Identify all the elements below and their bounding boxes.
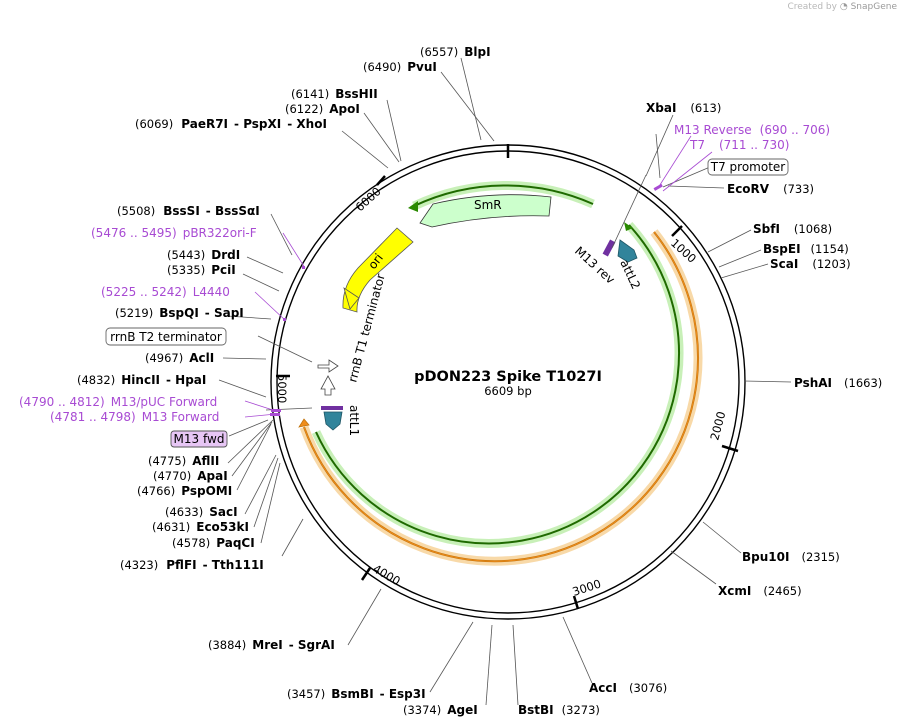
plasmid-size: 6609 bp bbox=[484, 384, 532, 398]
site-blpi: (6557)BlpI bbox=[420, 45, 491, 59]
site-pcii: (5335)PciI bbox=[167, 263, 236, 277]
site-pspomi: (4766)PspOMI bbox=[137, 484, 232, 498]
site-agei: (3374)AgeI bbox=[403, 703, 478, 717]
site-ecorv: EcoRV(733) bbox=[727, 182, 814, 196]
site-drdi: (5443)DrdI bbox=[167, 248, 240, 262]
primer-m13-reverse: M13 Reverse(690 .. 706) bbox=[674, 123, 830, 137]
site-bpu10i: Bpu10I(2315) bbox=[742, 550, 840, 564]
tick-2000: 2000 bbox=[707, 410, 728, 442]
site-apai: (4770)ApaI bbox=[153, 469, 228, 483]
watermark-brand: SnapGene bbox=[850, 2, 897, 12]
primer-l4440: (5225 .. 5242)L4440 bbox=[101, 285, 230, 299]
insert-orange-arc bbox=[298, 229, 703, 566]
m13-fwd-box: M13 fwd bbox=[170, 430, 228, 448]
site-xcmi: XcmI(2465) bbox=[718, 584, 802, 598]
site-acci: AccI(3076) bbox=[589, 681, 667, 695]
ori-feature bbox=[342, 227, 414, 313]
site-pflfi: (4323)PflFI- Tth111I bbox=[120, 558, 264, 572]
rrnb-t2-label: rrnB T2 terminator bbox=[110, 330, 222, 344]
smr-label: SmR bbox=[474, 198, 502, 212]
site-bspqi: (5219)BspQI- SapI bbox=[115, 306, 244, 320]
snapgene-logo-icon: ◔ bbox=[839, 2, 848, 12]
site-sbfi: SbfI(1068) bbox=[753, 222, 832, 236]
site-paqci: (4578)PaqCI bbox=[172, 536, 255, 550]
plasmid-name: pDON223 Spike T1027I bbox=[414, 369, 602, 385]
leader-lines bbox=[218, 57, 792, 706]
tick-6000: 6000 bbox=[353, 184, 384, 214]
site-bsshii: (6141)BssHII bbox=[291, 87, 378, 101]
site-aflii: (4775)AflII bbox=[148, 454, 219, 468]
site-paer7i: (6069)PaeR7I- PspXI- XhoI bbox=[135, 117, 327, 131]
attl2-label: attL2 bbox=[617, 257, 643, 291]
site-acli: (4967)AclI bbox=[145, 351, 214, 365]
rrnb-t1-arrow bbox=[317, 359, 339, 396]
primer-leader-lines bbox=[244, 135, 713, 418]
tick-5000: 5000 bbox=[275, 374, 289, 403]
t7-promoter-box: T7 promoter bbox=[707, 158, 789, 176]
m13-fwd-label: M13 fwd bbox=[174, 432, 225, 446]
site-bsmbi: (3457)BsmBI- Esp3I bbox=[287, 687, 426, 701]
tick-4000: 4000 bbox=[371, 561, 403, 588]
watermark-prefix: Created by bbox=[787, 2, 837, 12]
primer-m13-puc-forward: (4790 .. 4812)M13/pUC Forward bbox=[19, 395, 217, 409]
site-hincii: (4832)HincII- HpaI bbox=[77, 373, 206, 387]
site-apoi: (6122)ApoI bbox=[285, 102, 360, 116]
attl2-feature bbox=[602, 239, 638, 263]
site-xbai: XbaI(613) bbox=[646, 101, 721, 115]
site-eco53ki: (4631)Eco53kI bbox=[152, 520, 249, 534]
rrnb-t2-terminator-box: rrnB T2 terminator bbox=[105, 327, 227, 346]
t7-promoter-label: T7 promoter bbox=[710, 160, 786, 174]
site-mrei: (3884)MreI- SgrAI bbox=[208, 638, 335, 652]
site-pvui: (6490)PvuI bbox=[363, 60, 437, 74]
primer-pbr322ori-f: (5476 .. 5495)pBR322ori-F bbox=[91, 226, 257, 240]
site-bsssi: (5508)BssSI- BssSαI bbox=[117, 204, 260, 218]
site-bspei: BspEI(1154) bbox=[763, 242, 849, 256]
snapgene-watermark: Created by ◔ SnapGene bbox=[787, 2, 897, 12]
site-saci: (4633)SacI bbox=[165, 505, 238, 519]
backbone-ticks bbox=[276, 144, 739, 610]
attl1-feature bbox=[321, 406, 343, 431]
smr-feature bbox=[408, 180, 595, 228]
primer-m13-forward: (4781 .. 4798)M13 Forward bbox=[50, 410, 219, 424]
attl1-label: attL1 bbox=[347, 405, 361, 436]
site-bstbi: BstBI(3273) bbox=[518, 703, 600, 717]
insert-green-arc bbox=[311, 221, 684, 548]
primer-t7: T7(711 .. 730) bbox=[689, 138, 789, 152]
site-scai: ScaI(1203) bbox=[770, 257, 851, 271]
site-pshai: PshAI(1663) bbox=[794, 376, 882, 390]
